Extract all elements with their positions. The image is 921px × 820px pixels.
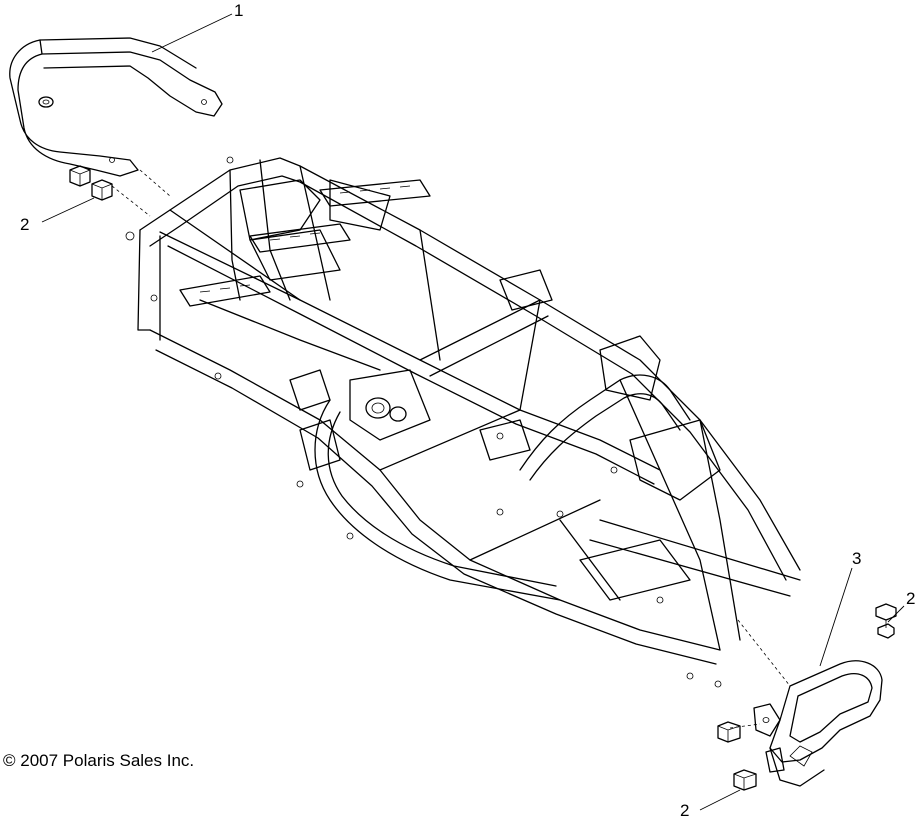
bolt-rear-2 <box>91 179 113 201</box>
leader-2-rear <box>41 197 95 223</box>
front-bumper <box>753 660 883 787</box>
copyright-notice: © 2007 Polaris Sales Inc. <box>3 751 195 770</box>
callout-2-front-bottom: 2 <box>680 801 690 820</box>
bolt-front-2 <box>733 769 757 791</box>
leader-1 <box>151 13 233 53</box>
bolt-rear-1 <box>69 165 91 187</box>
leader-2-front-right <box>887 605 905 623</box>
rear-bumper-bar <box>9 37 223 177</box>
callout-2-rear: 2 <box>20 215 30 234</box>
callout-3: 3 <box>852 549 862 568</box>
callout-1: 1 <box>234 1 244 20</box>
bolt-front-right <box>875 603 897 639</box>
main-frame <box>111 156 801 729</box>
callout-2-front-right: 2 <box>906 589 916 608</box>
leader-2-front-bottom <box>699 789 741 811</box>
leader-3 <box>819 567 853 667</box>
bolt-front-1 <box>717 721 741 743</box>
